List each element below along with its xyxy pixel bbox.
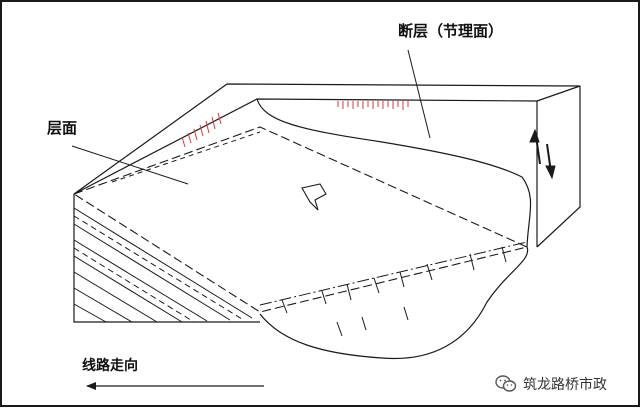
block-top-front-edge bbox=[73, 98, 538, 247]
wechat-icon bbox=[495, 375, 517, 392]
watermark: 筑龙路桥市政 bbox=[490, 369, 615, 399]
strata-lines bbox=[73, 207, 253, 323]
strata-dashed-lines bbox=[73, 215, 243, 323]
block-top-edge bbox=[73, 83, 581, 195]
watermark-text: 筑龙路桥市政 bbox=[523, 377, 607, 393]
bedding-plane-inner bbox=[111, 131, 261, 183]
fault-plane-curve bbox=[256, 98, 532, 248]
slip-mass-outline bbox=[259, 246, 529, 360]
block-left-face bbox=[73, 194, 260, 323]
bedding-plane-label: 层面 bbox=[47, 119, 78, 137]
block-symbol bbox=[301, 183, 327, 211]
route-direction-label: 线路走向 bbox=[82, 358, 138, 374]
bedding-plane-chain-line bbox=[259, 241, 528, 306]
bedding-plane-outline bbox=[72, 126, 529, 313]
fault-hachures bbox=[337, 101, 409, 110]
block-right-face bbox=[536, 86, 581, 248]
dip-ticks bbox=[281, 246, 507, 337]
fault-plane-label: 断层（节理面） bbox=[398, 22, 504, 40]
bedding-leader-line bbox=[71, 145, 189, 185]
fault-leader-line bbox=[407, 49, 431, 139]
bedding-hachures bbox=[181, 112, 222, 148]
slip-arrows bbox=[529, 128, 556, 180]
